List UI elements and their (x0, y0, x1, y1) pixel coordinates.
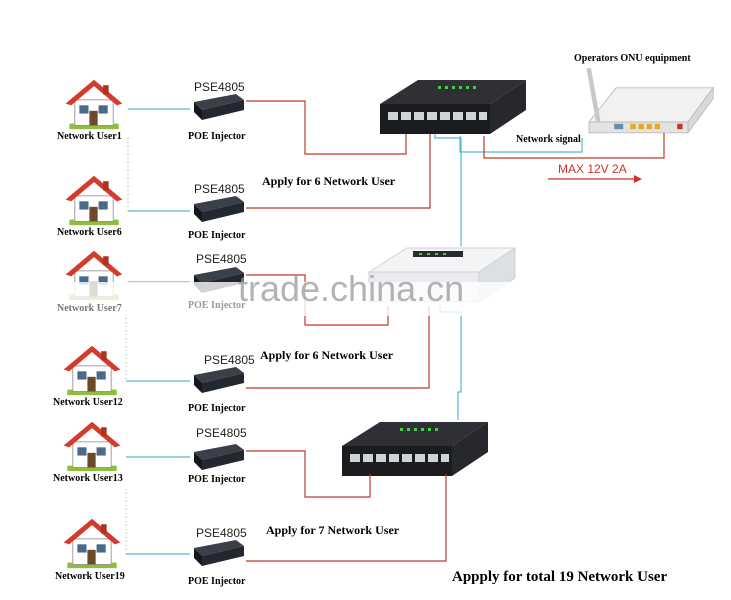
user-label: Network User1 (57, 131, 122, 142)
user-label: Network User19 (55, 571, 125, 582)
model-label: PSE4805 (196, 526, 247, 540)
model-label: PSE4805 (204, 353, 255, 367)
user-label: Network User7 (57, 303, 122, 314)
user-label: Network User13 (53, 473, 123, 484)
injector-label: POE Injector (188, 576, 246, 587)
watermark: trade.china.cn (238, 268, 465, 309)
switch-icon (380, 80, 526, 134)
poe-injector-icon (194, 196, 244, 222)
group-label: Apply for 6 Network User (262, 174, 396, 188)
group-label: Apply for 6 Network User (260, 348, 394, 362)
watermark-band (40, 282, 540, 316)
model-label: PSE4805 (194, 182, 245, 196)
poe-injector-icon (194, 94, 244, 120)
poe-injector-icon (194, 540, 244, 566)
injector-label: POE Injector (188, 300, 246, 311)
injector-label: POE Injector (188, 403, 246, 414)
poe-injector-icon (194, 367, 244, 393)
house-icon (63, 421, 121, 472)
model-label: PSE4805 (196, 426, 247, 440)
house-icon (63, 345, 121, 396)
page-title: Appply for total 19 Network User (452, 569, 668, 585)
arrow-right-icon (548, 175, 642, 183)
network-signal-label: Network signal (516, 134, 581, 145)
poe-injector-icon (194, 444, 244, 470)
user-label: Network User6 (57, 227, 122, 238)
house-icon (65, 79, 123, 130)
model-label: PSE4805 (194, 80, 245, 94)
cable-lines-red (246, 100, 665, 562)
injector-label: POE Injector (188, 230, 246, 241)
house-icon (63, 518, 121, 569)
injector-label: POE Injector (188, 131, 246, 142)
onu-label: Operators ONU equipment (574, 53, 691, 64)
dotted-separators (125, 138, 129, 554)
onu-router-icon (589, 70, 713, 133)
switch-icon (342, 422, 488, 476)
group-label: Apply for 7 Network User (266, 523, 400, 537)
injector-label: POE Injector (188, 474, 246, 485)
max-power-label: MAX 12V 2A (558, 162, 627, 176)
model-label: PSE4805 (196, 252, 247, 266)
user-label: Network User12 (53, 397, 123, 408)
house-icon (65, 175, 123, 226)
